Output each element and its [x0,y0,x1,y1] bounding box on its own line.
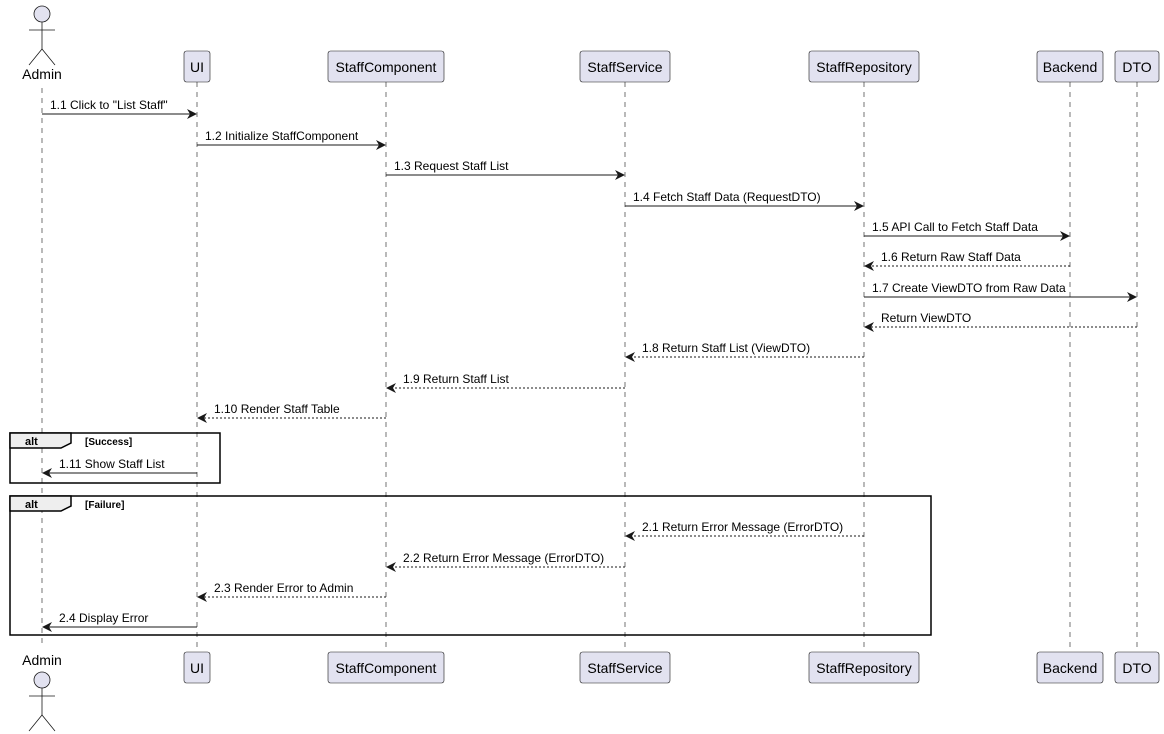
participant-label: UI [190,59,204,75]
message-label: 1.2 Initialize StaffComponent [205,129,359,143]
participant-label: UI [190,660,204,676]
message-12: 1.11 Show Staff List [42,457,197,478]
participant-label: StaffComponent [336,660,437,676]
participant-staffservice-bottom: StaffService [579,651,671,684]
message-label: 2.3 Render Error to Admin [214,581,353,595]
actor-figure-bottom [28,671,56,732]
fragment-frame [9,495,932,636]
participant-box [183,651,211,684]
participant-backend-top: Backend [1036,50,1104,83]
participant-label: DTO [1122,59,1151,75]
message-label: 2.2 Return Error Message (ErrorDTO) [403,551,604,565]
participant-ui-bottom: UI [183,651,211,684]
actor-figure-top [28,5,56,66]
participant-dto-bottom: DTO [1114,651,1160,684]
alt-fragment-1: alt [Success] [9,432,221,484]
participant-box [327,651,445,684]
message-14: 2.2 Return Error Message (ErrorDTO) [386,551,625,572]
participant-label-admin-top: Admin [22,66,62,82]
participant-label: StaffRepository [816,59,911,75]
participant-staffcomponent-top: StaffComponent [327,50,445,83]
actor-head [33,5,51,23]
message-10: 1.9 Return Staff List [386,372,625,393]
message-label: 1.7 Create ViewDTO from Raw Data [872,281,1066,295]
fragment-guard: [Failure] [85,500,124,511]
participant-label: Backend [1043,59,1097,75]
message-8: Return ViewDTO [864,311,1137,332]
fragment-tab [9,495,72,512]
participant-staffrepository-top: StaffRepository [808,50,920,83]
actor-legs [28,714,56,732]
alt-fragment-2: alt [Failure] [9,495,932,636]
participant-box [579,651,671,684]
participant-box [327,50,445,83]
fragment-keyword: alt [25,436,38,448]
participant-staffrepository-bottom: StaffRepository [808,651,920,684]
participant-label-admin-bottom: Admin [22,652,62,668]
message-label: 1.9 Return Staff List [403,372,510,386]
message-label: 1.8 Return Staff List (ViewDTO) [642,341,810,355]
actor-legs [28,48,56,66]
message-1: 1.1 Click to "List Staff" [42,98,197,119]
participant-label: StaffRepository [816,660,911,676]
message-7: 1.7 Create ViewDTO from Raw Data [864,281,1137,302]
participant-staffservice-top: StaffService [579,50,671,83]
participant-box [808,651,920,684]
fragment-keyword: alt [25,499,38,511]
participant-box [579,50,671,83]
message-label: 1.3 Request Staff List [394,159,509,173]
message-5: 1.5 API Call to Fetch Staff Data [864,220,1070,241]
participant-label: StaffService [587,59,662,75]
participant-box [1114,651,1160,684]
participant-box [1036,651,1104,684]
message-label: 1.5 API Call to Fetch Staff Data [872,220,1038,234]
message-label: 1.11 Show Staff List [59,457,165,471]
message-label: 1.6 Return Raw Staff Data [881,250,1021,264]
fragment-tab [9,432,72,449]
message-label: 1.10 Render Staff Table [214,402,340,416]
participant-dto-top: DTO [1114,50,1160,83]
message-3: 1.3 Request Staff List [386,159,625,180]
actor-head [33,671,51,689]
message-label: Return ViewDTO [881,311,971,325]
message-label: 1.4 Fetch Staff Data (RequestDTO) [633,190,821,204]
participant-ui-top: UI [183,50,211,83]
participant-staffcomponent-bottom: StaffComponent [327,651,445,684]
message-9: 1.8 Return Staff List (ViewDTO) [625,341,864,362]
message-label: 2.4 Display Error [59,611,148,625]
message-2: 1.2 Initialize StaffComponent [197,129,386,150]
message-13: 2.1 Return Error Message (ErrorDTO) [625,520,864,541]
fragment-frame [9,432,221,484]
participant-label: StaffService [587,660,662,676]
fragment-guard: [Success] [85,437,132,448]
message-6: 1.6 Return Raw Staff Data [864,250,1070,271]
message-11: 1.10 Render Staff Table [197,402,386,423]
message-label: 1.1 Click to "List Staff" [50,98,168,112]
participant-box [808,50,920,83]
participant-label: Backend [1043,660,1097,676]
message-4: 1.4 Fetch Staff Data (RequestDTO) [625,190,864,211]
participant-box [1114,50,1160,83]
message-label: 2.1 Return Error Message (ErrorDTO) [642,520,843,534]
participant-box [183,50,211,83]
participant-label: DTO [1122,660,1151,676]
message-15: 2.3 Render Error to Admin [197,581,386,602]
participant-backend-bottom: Backend [1036,651,1104,684]
message-16: 2.4 Display Error [42,611,197,632]
participant-label: StaffComponent [336,59,437,75]
participant-box [1036,50,1104,83]
